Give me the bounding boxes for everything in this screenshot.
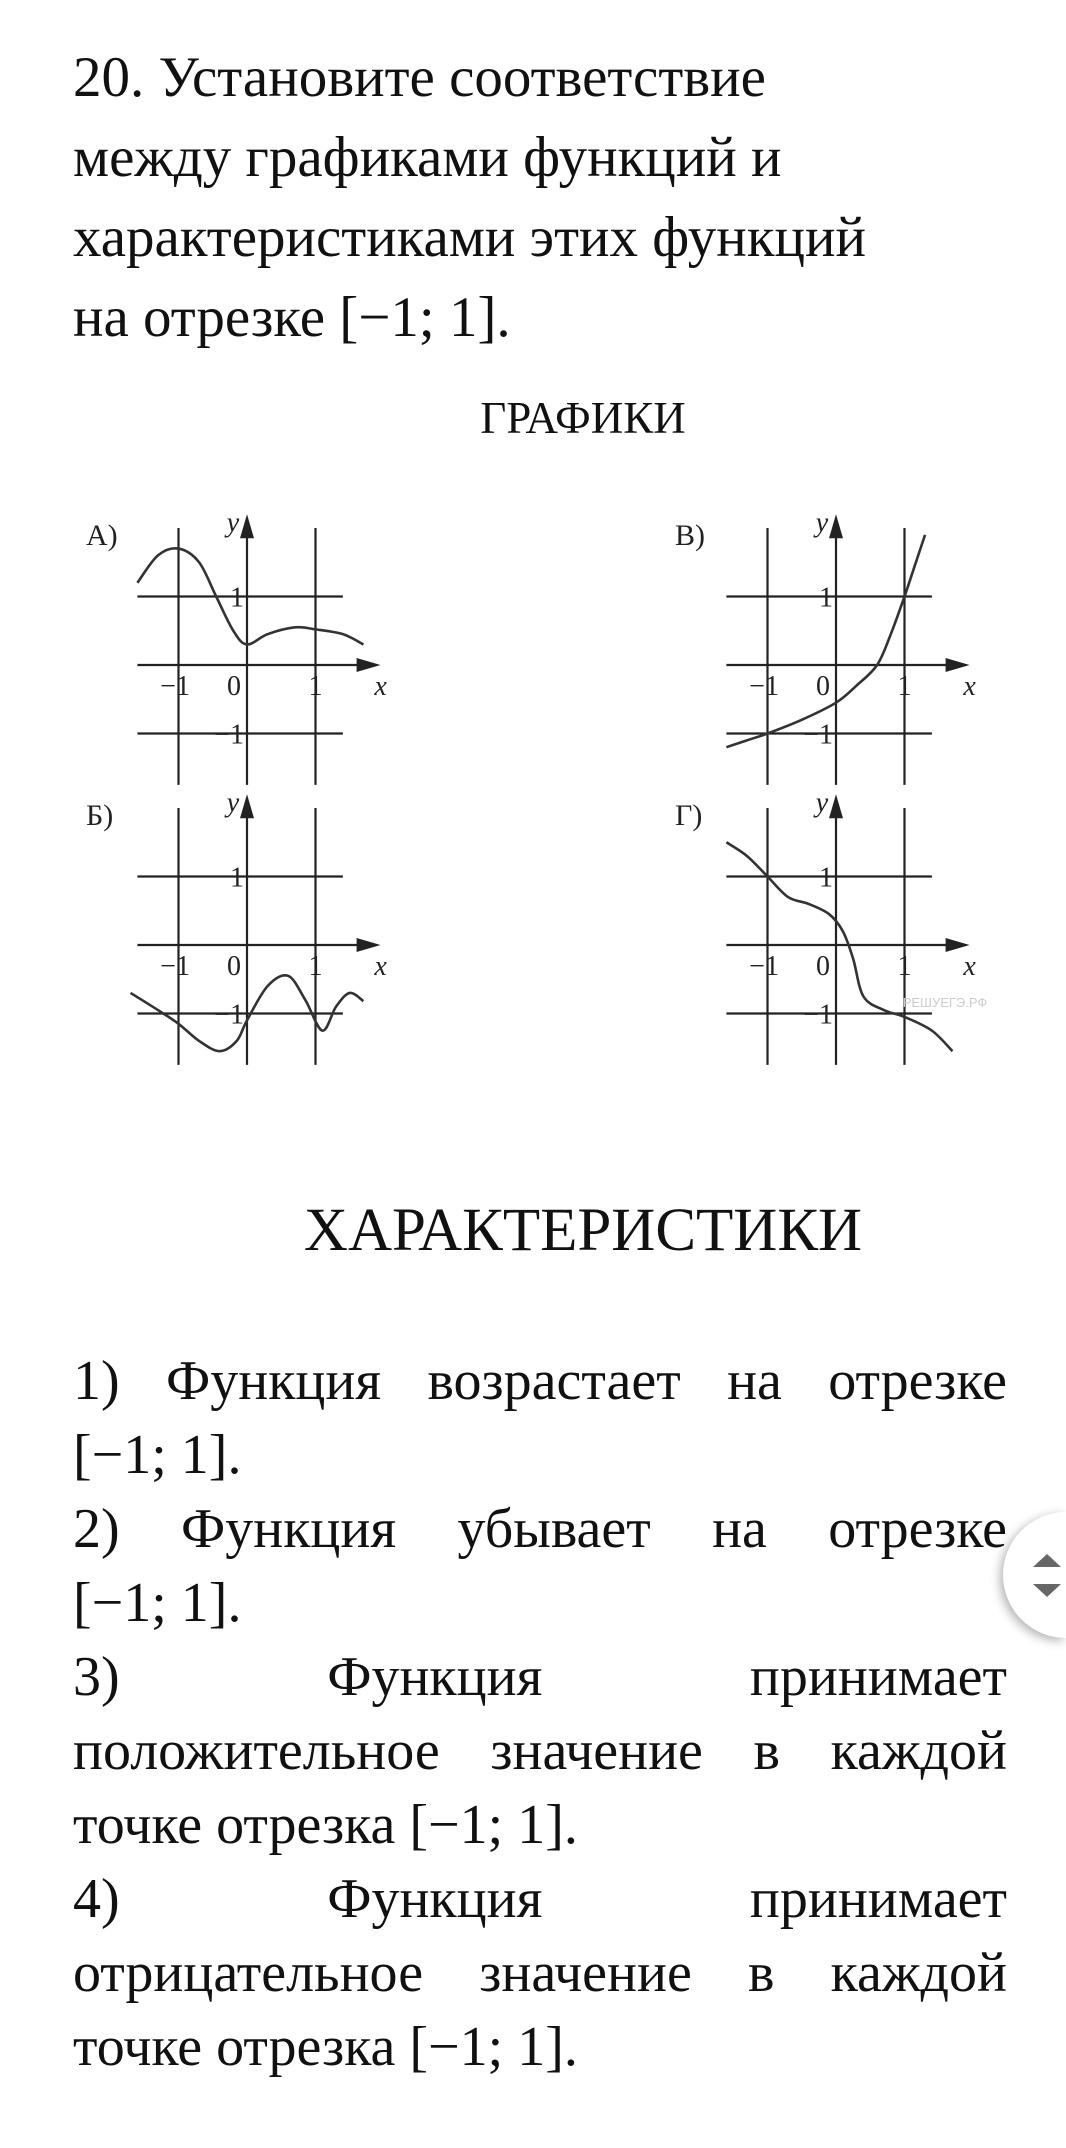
tick-label: −1	[749, 951, 779, 982]
graph: Б) y x −1 0 1 1 −1	[86, 787, 387, 1065]
y-axis-arrow-icon	[829, 514, 843, 539]
characteristic-line: 3) Функция принимает	[73, 1646, 1007, 1708]
characteristic-line: точке отрезка [−1; 1].	[73, 2016, 578, 2078]
characteristics-heading: ХАРАКТЕРИСТИКИ	[303, 1197, 863, 1264]
watermark: РЕШУЕГЭ.РФ	[903, 995, 988, 1010]
characteristic-line: положительное значение в каждой	[73, 1720, 1007, 1782]
x-axis-arrow-icon	[945, 658, 970, 672]
characteristic-item: 4) Функция принимает отрицательное значен…	[73, 1862, 1007, 2084]
tick-label: 1	[309, 671, 323, 702]
characteristic-item: 1) Функция возрастает на отрезке [−1; 1].	[73, 1344, 1007, 1492]
tick-label: 0	[816, 671, 830, 702]
title-line: 20. Установите соответствие	[73, 46, 766, 109]
title-line: на отрезке [−1; 1].	[73, 286, 511, 349]
scroll-button[interactable]	[1003, 1512, 1066, 1638]
tick-label: −1	[160, 951, 190, 982]
function-curve	[129, 974, 365, 1053]
tick-label: −1	[214, 1000, 244, 1031]
tick-label: 0	[227, 951, 241, 982]
characteristic-line: 2) Функция убывает на отрезке	[73, 1498, 1007, 1560]
x-axis-arrow-icon	[356, 938, 381, 952]
graph-label: Б)	[86, 799, 113, 832]
tick-label: −1	[803, 720, 833, 751]
x-axis-label: x	[373, 671, 387, 702]
characteristic-line: [−1; 1].	[73, 1424, 242, 1486]
tick-label: 1	[309, 951, 323, 982]
function-curve	[725, 534, 927, 749]
characteristic-line: 4) Функция принимает	[73, 1868, 1007, 1930]
tick-label: 1	[230, 583, 244, 614]
characteristic-line: точке отрезка [−1; 1].	[73, 1794, 578, 1856]
characteristic-line: [−1; 1].	[73, 1572, 242, 1634]
tick-label: 0	[227, 671, 241, 702]
tick-label: −1	[803, 1000, 833, 1031]
graphs-heading: ГРАФИКИ	[480, 393, 686, 443]
tick-label: 1	[819, 583, 833, 614]
x-axis-label: x	[373, 951, 387, 982]
function-curve	[136, 546, 365, 646]
graph: В) y x −1 0 1 1 −1	[675, 507, 976, 785]
characteristics-list: 1) Функция возрастает на отрезке [−1; 1].…	[73, 1344, 1007, 2084]
y-axis-arrow-icon	[829, 794, 843, 819]
graph-label: Г)	[675, 799, 702, 832]
graph: А) y x −1 0 1 1 −1	[86, 507, 387, 785]
y-axis-label: y	[224, 507, 240, 538]
y-axis-arrow-icon	[240, 514, 254, 539]
arrow-down-icon	[1033, 1584, 1061, 1597]
y-axis-label: y	[224, 787, 240, 818]
graph: Г) y x −1 0 1 1 −1	[675, 787, 976, 1065]
graph-label: А)	[86, 519, 118, 552]
function-curve	[725, 841, 954, 1053]
tick-label: 1	[230, 863, 244, 894]
task-title: 20. Установите соответствие между график…	[73, 38, 1013, 358]
tick-label: 1	[898, 671, 912, 702]
x-axis-label: x	[962, 671, 976, 702]
y-axis-label: y	[813, 507, 829, 538]
characteristic-item: 3) Функция принимает положительное значен…	[73, 1640, 1007, 1862]
tick-label: −1	[160, 671, 190, 702]
tick-label: −1	[749, 671, 779, 702]
tick-label: −1	[214, 720, 244, 751]
y-axis-arrow-icon	[240, 794, 254, 819]
tick-label: 1	[898, 951, 912, 982]
arrow-up-icon	[1033, 1554, 1061, 1567]
x-axis-arrow-icon	[945, 938, 970, 952]
tick-label: 0	[816, 951, 830, 982]
title-line: между графиками функций и	[73, 126, 782, 189]
y-axis-label: y	[813, 787, 829, 818]
tick-label: 1	[819, 863, 833, 894]
characteristic-line: отрицательное значение в каждой	[73, 1942, 1007, 2004]
characteristic-line: 1) Функция возрастает на отрезке	[73, 1350, 1007, 1412]
title-line: характеристиками этих функций	[73, 206, 867, 269]
graph-label: В)	[675, 519, 705, 552]
x-axis-arrow-icon	[356, 658, 381, 672]
x-axis-label: x	[962, 951, 976, 982]
characteristic-item: 2) Функция убывает на отрезке [−1; 1].	[73, 1492, 1007, 1640]
